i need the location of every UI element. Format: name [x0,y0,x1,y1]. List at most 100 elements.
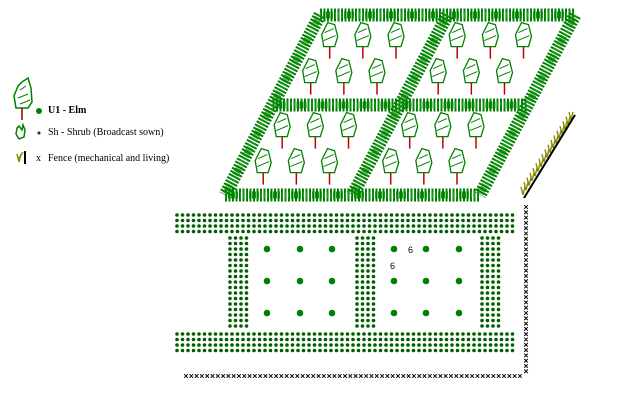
elm-tree [302,57,320,95]
fence-mark-icon [454,373,459,379]
shrub-dot [366,280,370,284]
elm-dot [296,309,304,317]
shrub-dot [494,224,498,228]
fence-mark-icon [480,373,485,379]
shrub-dot [461,224,465,228]
fence-mark-icon [385,373,390,379]
shrub-dot [244,307,249,312]
shrub-dot [406,218,410,223]
shrub-dot [485,241,490,246]
shrub-dot [323,229,328,234]
shrub-dot [228,307,232,312]
shrub-dot [367,218,372,223]
shrub-dot [345,337,350,342]
shrub-dot [366,318,370,323]
shrub-dot [355,324,359,328]
shrub-dot [373,332,377,336]
shrub-dot [257,348,262,353]
shrub-dot [213,332,218,336]
elm-dot [296,277,304,285]
shrub-dot [444,343,449,347]
shrub-dot [239,318,243,323]
shrub-dot [450,213,454,217]
shrub-dot [499,213,504,217]
shrub-dot [491,247,495,251]
shrub-dot [366,252,370,257]
shrub-dot [400,343,405,347]
shrub-dot [455,224,460,228]
shrub-dot [329,213,333,217]
fence-plant [535,163,541,172]
shrub-dot [246,343,251,347]
shrub-dot [477,224,482,228]
shrub-dot [472,218,476,223]
shrub-dot [371,318,376,323]
shrub-dot [472,224,476,228]
shrub-dot [239,258,243,262]
tree-crown-detail [290,154,303,168]
shrub-dot [444,332,449,336]
shrub-dot [213,337,218,342]
shrub-dot [279,332,284,336]
shrub-dot [191,218,196,223]
shrub-dot [241,218,245,223]
fence-mark-icon [523,252,529,257]
shrub-dot [312,337,317,342]
fence-plant [520,186,526,196]
shrub-dot [505,224,509,228]
elm-tree [335,57,353,95]
shrub-dot [244,241,249,246]
shrub-dot [483,229,487,234]
shrub-dot [224,213,229,217]
shrub-dot [307,343,311,347]
shrub-dot [180,348,185,353]
shrub-dot [268,337,273,342]
shrub-dot [263,343,267,347]
legend-shrub-label: Sh - Shrub (Broadcast sown) [48,127,164,138]
shrub-dot [480,302,484,306]
shrub-dot [334,229,339,234]
shrub-dot [246,332,251,336]
shrub-dot [496,307,501,312]
shrub-dot [505,229,509,234]
shrub-dot [296,224,300,228]
shrub-dot [439,343,443,347]
shrub-dot [208,343,212,347]
elm-tree [273,111,291,149]
shrub-dot [367,229,372,234]
elm-tree [339,111,358,149]
fence-mark-icon [194,373,199,379]
shrub-dot [180,213,185,217]
shrub-dot [334,218,339,223]
fence-mark-icon [247,373,252,379]
shrub-dot [466,332,471,336]
shrub-dot [366,302,370,306]
fence-mark-icon [279,373,284,379]
shrub-dot [483,343,487,347]
shrub-dot [257,337,262,342]
shrub-dot [400,348,405,353]
tree-crown-detail [323,154,336,168]
shrub-dot [485,296,490,301]
shrub-dot [378,332,383,336]
shrub-dot [351,332,355,336]
shrub-dot [406,343,410,347]
shrub-dot [257,343,262,347]
shrub-dot [312,343,317,347]
shrub-dot [307,224,311,228]
shrub-dot [356,348,361,353]
shrub-dot [213,218,218,223]
shrub-dot [400,218,405,223]
fence-mark-icon [226,373,231,379]
shrub-dot [371,280,376,284]
shrub-dot [485,252,490,257]
shrub-dot [296,218,300,223]
shrub-dot [395,332,399,336]
elm-tree [514,21,533,59]
shrub-dot [345,343,350,347]
fence-mark-icon [316,373,321,379]
fence-mark-icon [390,373,395,379]
shrub-dot [197,348,201,353]
shrub-dot [228,296,232,301]
fence-mark-icon [438,373,443,379]
